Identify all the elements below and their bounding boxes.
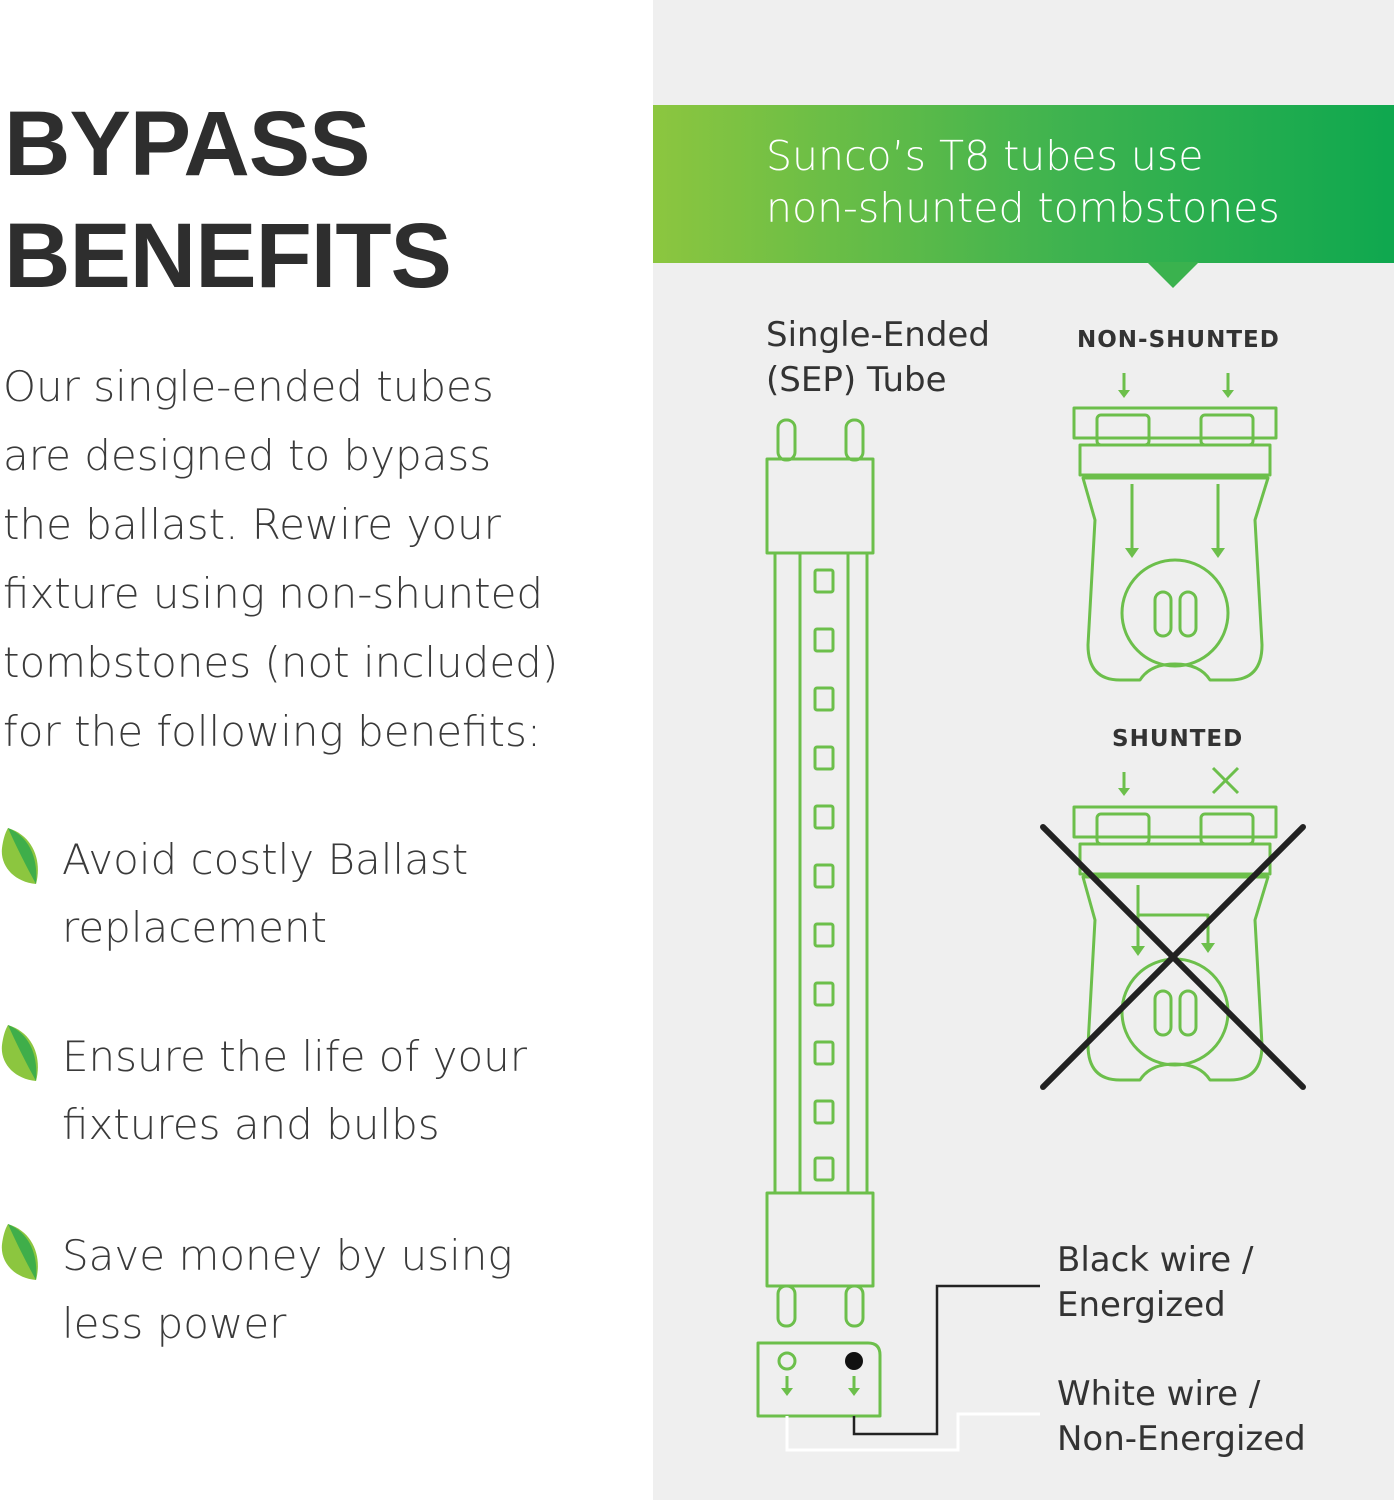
led-chip — [813, 981, 835, 1007]
tombstone-top — [1072, 406, 1278, 440]
leaf-icon — [1, 828, 38, 884]
socket-body — [756, 1341, 882, 1418]
socket-hole-black — [845, 1352, 863, 1370]
led-chip — [813, 1099, 835, 1125]
leaf-icon — [1, 1025, 38, 1081]
tube-pin-top-right — [844, 418, 865, 462]
shunted-label: SHUNTED — [1112, 726, 1244, 752]
banner — [653, 105, 1394, 263]
banner-line: Sunco’s T8 tubes use — [766, 132, 1204, 180]
intro-paragraph: Our single-ended tubes are designed to b… — [3, 352, 643, 766]
led-chip — [813, 922, 835, 948]
intro-line: Our single-ended tubes — [3, 362, 494, 411]
tube-end-cap-top — [765, 457, 875, 555]
benefit-line: replacement — [62, 903, 328, 952]
tombstone-neck — [1078, 842, 1272, 876]
wire-label-line: Energized — [1057, 1285, 1226, 1325]
black-wire — [852, 1284, 1040, 1436]
tube-label: Single-Ended (SEP) Tube — [766, 313, 990, 403]
title-line-2: BENEFITS — [4, 205, 452, 307]
intro-line: for the following benefits: — [3, 707, 542, 756]
white-wire — [785, 1412, 1040, 1452]
benefit-text: Ensure the life of your fixtures and bul… — [62, 1023, 527, 1159]
banner-pointer — [1147, 262, 1199, 288]
non-shunted-label: NON-SHUNTED — [1077, 327, 1280, 353]
tombstone-slot-right — [1199, 812, 1255, 846]
wire-label-line: Black wire / — [1057, 1240, 1254, 1280]
tube-label-line: Single-Ended — [766, 315, 990, 355]
benefit-line: Avoid costly Ballast — [62, 835, 469, 884]
tube-body — [773, 551, 869, 1195]
banner-line: non-shunted tombstones — [766, 184, 1280, 232]
white-wire-label: White wire / Non-Energized — [1057, 1372, 1306, 1462]
led-chip — [813, 686, 835, 712]
benefit-line: Save money by using — [62, 1231, 513, 1280]
led-chip — [813, 568, 835, 594]
tube-pin-top-left — [776, 418, 797, 462]
intro-line: the ballast. Rewire your — [3, 500, 501, 549]
led-chip — [813, 804, 835, 830]
led-chip — [813, 1040, 835, 1066]
wire-label-line: Non-Energized — [1057, 1419, 1306, 1459]
tombstone-body — [1081, 875, 1270, 1082]
led-chip — [813, 745, 835, 771]
intro-line: are designed to bypass — [3, 431, 492, 480]
leaf-icon — [1, 1224, 38, 1280]
wire-label-line: White wire / — [1057, 1374, 1261, 1414]
black-wire-label: Black wire / Energized — [1057, 1238, 1253, 1328]
tube-pin-bottom-left — [776, 1284, 797, 1328]
page-title: BYPASS BENEFITS — [4, 88, 452, 312]
tube-pin-bottom-right — [844, 1284, 865, 1328]
left-panel — [0, 0, 653, 1500]
intro-line: tombstones (not included) — [3, 638, 559, 687]
non-shunted-tombstone — [1072, 373, 1278, 682]
tombstone-socket-ring — [1120, 957, 1230, 1067]
intro-line: fixture using non-shunted — [3, 569, 544, 618]
tombstone-slot-right — [1199, 413, 1255, 447]
no-connection-x-icon — [1211, 766, 1240, 795]
benefit-text: Save money by using less power — [62, 1222, 513, 1358]
tombstone-neck — [1078, 443, 1272, 477]
benefit-line: fixtures and bulbs — [62, 1100, 440, 1149]
tombstone-slot-left — [1095, 413, 1151, 447]
banner-text: Sunco’s T8 tubes use non-shunted tombsto… — [766, 130, 1280, 234]
tube-end-cap-bottom — [765, 1191, 875, 1288]
sep-tube — [765, 418, 875, 1328]
title-line-1: BYPASS — [4, 93, 371, 195]
led-chip — [813, 627, 835, 653]
shunted-arrow-left — [1131, 946, 1145, 956]
tombstone-top — [1072, 805, 1278, 839]
tube-socket — [756, 1341, 882, 1418]
tombstone-slot-left — [1095, 812, 1151, 846]
prohibited-cross-icon — [1040, 824, 1306, 1090]
led-chip — [813, 863, 835, 889]
tube-label-line: (SEP) Tube — [766, 360, 947, 400]
benefit-line: Ensure the life of your — [62, 1032, 528, 1081]
benefit-line: less power — [62, 1299, 287, 1348]
led-chip — [813, 1156, 835, 1182]
tombstone-socket-ring — [1120, 558, 1230, 668]
socket-hole-white — [777, 1351, 797, 1371]
benefit-text: Avoid costly Ballast replacement — [62, 826, 468, 962]
tombstone-body — [1081, 476, 1270, 682]
